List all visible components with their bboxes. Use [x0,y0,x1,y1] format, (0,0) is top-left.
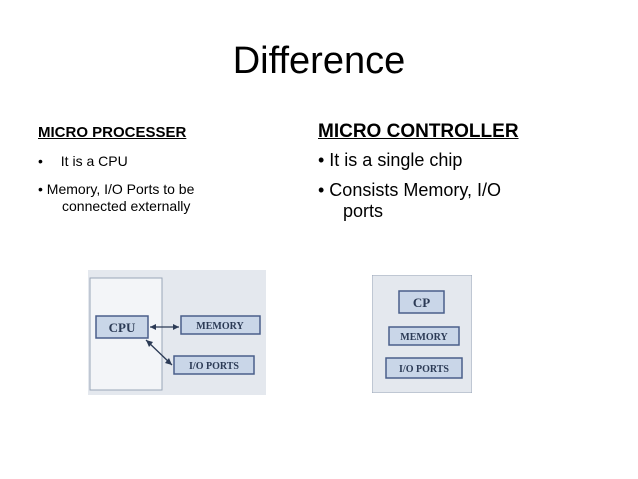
arrowhead-icon [165,358,172,365]
mp-memory-label: MEMORY [196,321,244,332]
mp-bullet-2: • Memory, I/O Ports to be [38,180,194,198]
mp-memory-box [180,315,261,335]
mp-bullet-2-continuation: connected externally [62,198,191,214]
arrowhead-icon [150,324,156,330]
arrowhead-icon [173,324,179,330]
cpu-label: CPU [109,320,136,335]
mc-io-label: I/O PORTS [399,364,449,375]
mp-io-box [173,355,255,375]
microprocessor-diagram: CPU MEMORY I/O PORTS [88,270,266,395]
mc-bullet-1: • It is a single chip [318,150,463,170]
mc-bullet-2: • Consists Memory, I/O [318,180,501,200]
cp-box [398,290,445,314]
cpu-box [95,315,149,339]
bullet-marker: • [38,181,43,197]
mc-bullet-2-continuation: ports [343,201,384,221]
mc-io-box [385,357,463,379]
mp-bullet-1-text: It is a CPU [60,153,128,169]
bullet-marker: • [38,153,43,169]
microprocessor-heading: MICRO PROCESSER [38,124,187,141]
slide-title: Difference [232,40,406,82]
mp-bullet-1: • It is a CPU [38,152,128,170]
microcontroller-heading: MICRO CONTROLLER [318,121,519,142]
mc-memory-label: MEMORY [400,332,448,343]
mp-io-label: I/O PORTS [189,361,239,372]
cp-label: CP [413,295,430,310]
mc-memory-box [388,326,460,346]
arrowhead-icon [146,340,153,347]
microcontroller-diagram: CP MEMORY I/O PORTS [372,275,472,393]
mp-bullet-2-text: Memory, I/O Ports to be [46,181,195,197]
